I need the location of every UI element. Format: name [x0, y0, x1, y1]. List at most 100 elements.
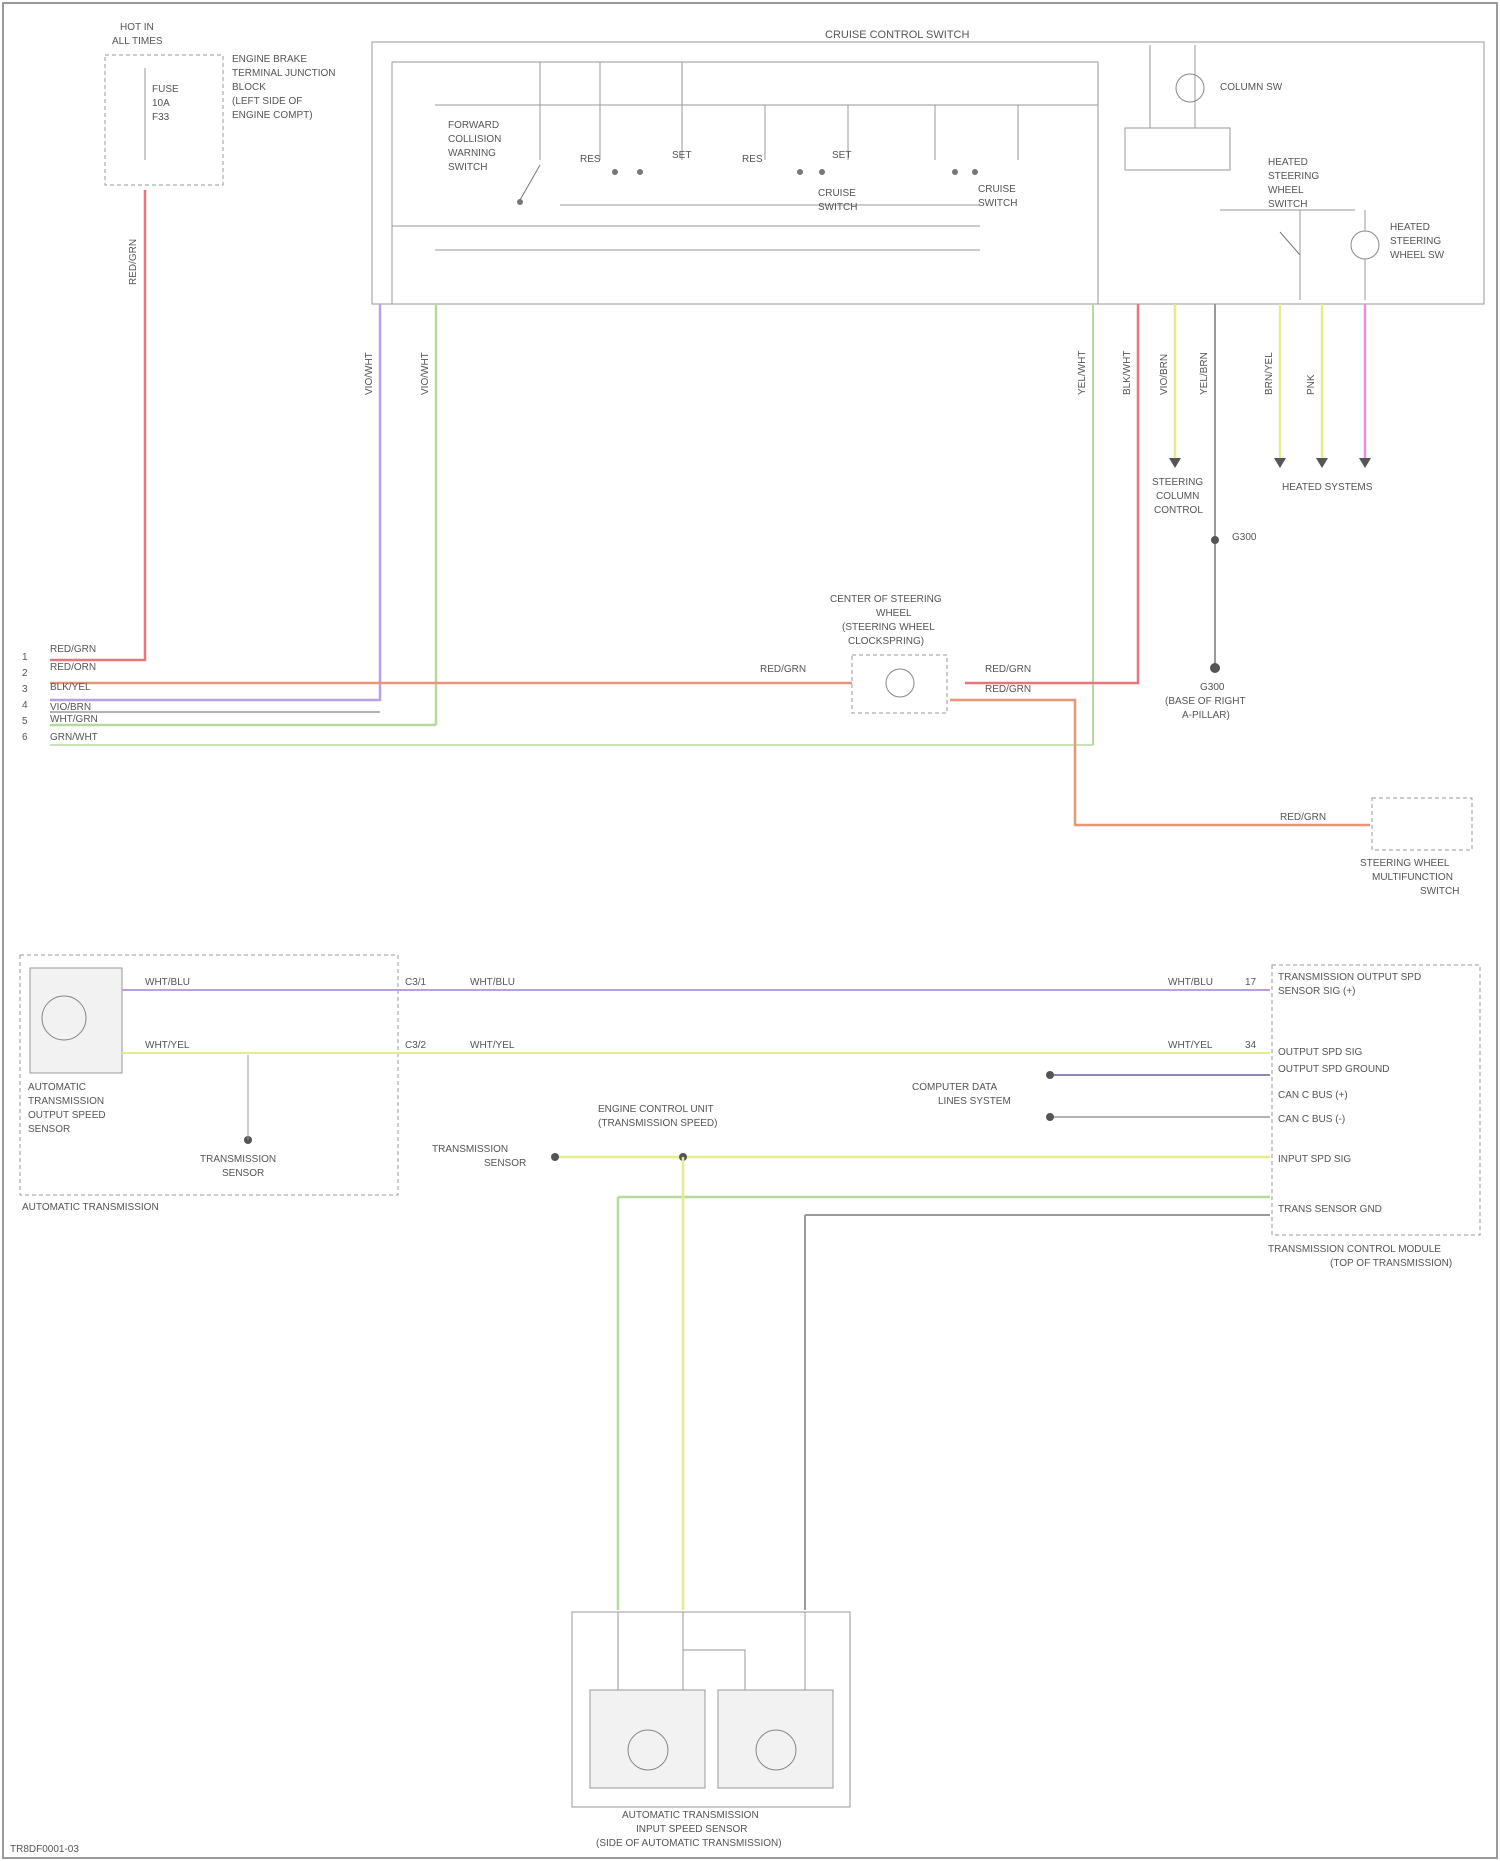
heated-sw-label-3: WHEEL	[1268, 185, 1304, 196]
arrow-heated-3	[1359, 458, 1371, 468]
splice-label-2: (TRANSMISSION SPEED)	[598, 1118, 717, 1129]
bottom-box-label-1: AUTOMATIC TRANSMISSION	[622, 1810, 759, 1821]
heated-sw-label-1: HEATED	[1268, 157, 1308, 168]
ground-mid-2: SENSOR	[484, 1158, 526, 1169]
cw-right-label-2: RED/GRN	[985, 684, 1031, 695]
fcw-label-2: COLLISION	[448, 134, 501, 145]
heated-sw-label-2: STEERING	[1268, 171, 1319, 182]
fuse-loc-5: ENGINE COMPT)	[232, 110, 313, 121]
steering-wheel-multifunction-switch: RED/GRN STEERING WHEEL MULTIFUNCTION SWI…	[1280, 798, 1472, 897]
mfs-label-1: STEERING WHEEL	[1360, 858, 1450, 869]
heater-label-3: WHEEL SW	[1390, 250, 1445, 261]
left-box-caption: AUTOMATIC TRANSMISSION	[22, 1202, 159, 1213]
cruise-switch-2-label-1: CRUISE	[978, 184, 1016, 195]
ground-splice	[1211, 536, 1219, 544]
set-label-1: SET	[672, 150, 691, 161]
bus-pin-6: 6	[22, 732, 28, 743]
switch-node	[819, 169, 825, 175]
tcm-row-2: OUTPUT SPD SIG	[1278, 1047, 1362, 1058]
comp-data-2: LINES SYSTEM	[938, 1096, 1011, 1107]
cruise-switch-2-label-2: SWITCH	[978, 198, 1017, 209]
tcm-row-0: TRANSMISSION OUTPUT SPD	[1278, 972, 1421, 983]
wire-brn-yel-label: PNK	[1306, 374, 1317, 395]
w1-left: WHT/BLU	[145, 977, 190, 988]
ground-label-1: G300	[1200, 682, 1225, 693]
fcw-switch	[517, 165, 540, 205]
fuse-loc-2: TERMINAL JUNCTION	[232, 68, 336, 79]
w1-pin: 17	[1245, 977, 1257, 988]
set-label-2: SET	[832, 150, 851, 161]
ground-left-2: SENSOR	[222, 1168, 264, 1179]
dest-body-control-3: CONTROL	[1154, 505, 1203, 516]
fcw-label-4: SWITCH	[448, 162, 487, 173]
wire-yel-wht-label: VIO/BRN	[1159, 354, 1170, 395]
wire-to-mfs	[950, 700, 1370, 825]
w2-left2: WHT/YEL	[470, 1040, 515, 1051]
ground-splice-label: G300	[1232, 532, 1257, 543]
cruise-control-switch-module: CRUISE CONTROL SWITCH FORWARD COLLISION …	[372, 29, 1484, 304]
fuse-number: F33	[152, 112, 170, 123]
dest-heated-systems: HEATED SYSTEMS	[1282, 482, 1373, 493]
tcm-row-4: CAN C BUS (+)	[1278, 1090, 1348, 1101]
ground-icon	[1210, 663, 1220, 673]
comp-data-1: COMPUTER DATA	[912, 1082, 998, 1093]
bus-pin-1: 1	[22, 652, 28, 663]
cruise-switch-1-label-1: CRUISE	[818, 188, 856, 199]
wire-yel-brn-label: BRN/YEL	[1264, 352, 1275, 395]
fcw-label-1: FORWARD	[448, 120, 499, 131]
can-node-1	[1046, 1071, 1054, 1079]
mfs-wire-label: RED/GRN	[1280, 812, 1326, 823]
wire-ground-label: YEL/BRN	[1199, 352, 1210, 395]
arrow-heated-1	[1274, 458, 1286, 468]
ground-label-3: A-PILLAR)	[1182, 710, 1230, 721]
clockspring-label-3: (STEERING WHEEL	[842, 622, 935, 633]
fuse-label: FUSE	[152, 84, 179, 95]
sensor-label-1: AUTOMATIC	[28, 1082, 86, 1093]
fuse-hot-line-2: ALL TIMES	[112, 36, 163, 47]
fuse-block: HOT IN ALL TIMES FUSE 10A F33 ENGINE BRA…	[105, 22, 336, 185]
fuse-loc-1: ENGINE BRAKE	[232, 54, 307, 65]
ground-left-1: TRANSMISSION	[200, 1154, 276, 1165]
switch-node	[972, 169, 978, 175]
arrow-heated-2	[1316, 458, 1328, 468]
w1-tcm: WHT/BLU	[1168, 977, 1213, 988]
bus-pin-3: 3	[22, 684, 28, 695]
sensor-label-3: OUTPUT SPEED	[28, 1110, 106, 1121]
diagram-frame	[3, 3, 1497, 1858]
tcm-title-1: TRANSMISSION CONTROL MODULE	[1268, 1244, 1441, 1255]
w2-tcm: WHT/YEL	[1168, 1040, 1213, 1051]
mfs-label-2: MULTIFUNCTION	[1372, 872, 1453, 883]
switch-node	[797, 169, 803, 175]
bus-label-3: BLK/YEL	[50, 682, 91, 693]
res-label-2: RES	[742, 154, 763, 165]
cw-right-label: RED/GRN	[985, 664, 1031, 675]
tcm-row-6: INPUT SPD SIG	[1278, 1154, 1351, 1165]
fuse-rating: 10A	[152, 98, 170, 109]
splice-label-1: ENGINE CONTROL UNIT	[598, 1104, 714, 1115]
w2-left: WHT/YEL	[145, 1040, 190, 1051]
arrow-body-control	[1169, 458, 1181, 468]
w2-mid: C3/2	[405, 1040, 427, 1051]
bus-label-6: GRN/WHT	[50, 732, 98, 743]
column-sw-label: COLUMN SW	[1220, 82, 1283, 93]
heated-sw-label-4: SWITCH	[1268, 199, 1307, 210]
mfs-label-3: SWITCH	[1420, 886, 1459, 897]
fuse-loc-4: (LEFT SIDE OF	[232, 96, 302, 107]
bus-wire-violet	[50, 690, 380, 700]
fuse-loc-3: BLOCK	[232, 82, 266, 93]
tcm-title-2: (TOP OF TRANSMISSION)	[1330, 1258, 1452, 1269]
tcm-row-3: OUTPUT SPD GROUND	[1278, 1064, 1390, 1075]
dest-body-control-1: STEERING	[1152, 477, 1203, 488]
sensor-label-4: SENSOR	[28, 1124, 70, 1135]
wire-cw-red-label: BLK/WHT	[1122, 351, 1133, 395]
fuse-feed-wire-label: RED/GRN	[128, 239, 139, 285]
cruise-module-title: CRUISE CONTROL SWITCH	[825, 29, 969, 41]
can-node-2	[1046, 1113, 1054, 1121]
bottom-box-label-3: (SIDE OF AUTOMATIC TRANSMISSION)	[596, 1838, 782, 1849]
clockspring-label-2: WHEEL	[876, 608, 912, 619]
bus-label-1: RED/GRN	[50, 644, 96, 655]
output-speed-sensor-box: AUTOMATIC TRANSMISSION OUTPUT SPEED SENS…	[20, 955, 398, 1213]
switch-node	[612, 169, 618, 175]
ground-label-2: (BASE OF RIGHT	[1165, 696, 1246, 707]
